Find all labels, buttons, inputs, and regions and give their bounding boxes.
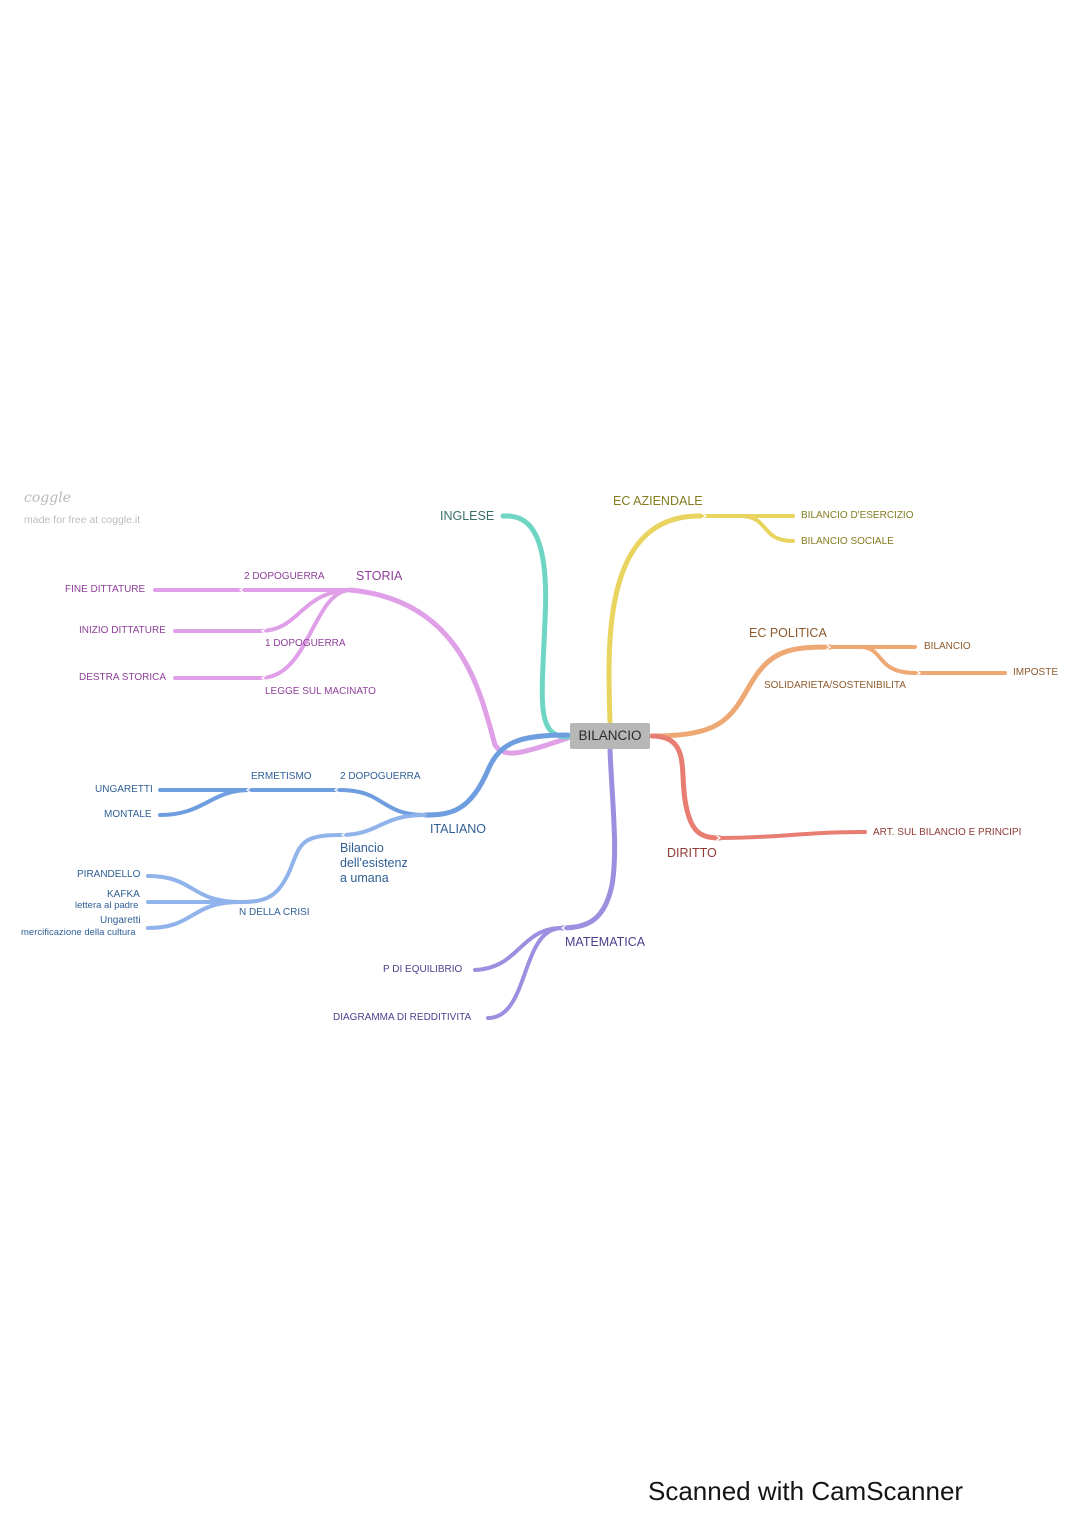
ec-aziendale-branch-lines <box>606 513 795 725</box>
node-imposte[interactable]: IMPOSTE <box>1013 667 1059 678</box>
node-p-di-equilibrio[interactable]: P DI EQUILIBRIO <box>383 964 463 975</box>
node-bilancio-sociale[interactable]: BILANCIO SOCIALE <box>801 536 894 547</box>
node-ec-aziendale[interactable]: EC AZIENDALE <box>613 494 703 508</box>
connector-arrows <box>238 513 922 931</box>
node-kafka[interactable]: KAFKA <box>107 889 140 900</box>
node-diagramma-di-redditivita[interactable]: DIAGRAMMA DI REDDITIVITA <box>333 1012 472 1023</box>
node-italiano[interactable]: ITALIANO <box>430 822 487 836</box>
node-bilancio-esistenza-line3[interactable]: a umana <box>340 871 389 885</box>
root-node-bilancio[interactable]: BILANCIO <box>570 723 650 749</box>
node-montale[interactable]: MONTALE <box>104 809 152 820</box>
node-1-dopoguerra[interactable]: 1 DOPOGUERRA <box>265 638 346 649</box>
node-storia[interactable]: STORIA <box>356 569 403 583</box>
node-ermetismo[interactable]: ERMETISMO <box>251 771 312 782</box>
node-ec-politica[interactable]: EC POLITICA <box>749 626 827 640</box>
inglese-branch-line <box>500 513 571 740</box>
coggle-tagline: made for free at coggle.it <box>24 514 141 526</box>
node-fine-dittature[interactable]: FINE DITTATURE <box>65 584 146 595</box>
matematica-branch-lines <box>473 747 618 1020</box>
node-bilancio-esistenza-line1[interactable]: Bilancio <box>340 841 384 855</box>
node-destra-storica[interactable]: DESTRA STORICA <box>79 672 167 683</box>
node-mercificazione-della-cultura: mercificazione della cultura <box>21 927 136 938</box>
node-diritto[interactable]: DIRITTO <box>667 846 717 860</box>
node-ec-politica-bilancio[interactable]: BILANCIO <box>924 641 971 652</box>
node-solidarieta-sostenibilita[interactable]: SOLIDARIETA/SOSTENIBILITA <box>764 680 906 691</box>
node-bilancio-esistenza-line2[interactable]: dell'esistenz <box>340 856 408 870</box>
node-inizio-dittature[interactable]: INIZIO DITTATURE <box>79 625 166 636</box>
node-storia-2-dopoguerra[interactable]: 2 DOPOGUERRA <box>244 571 325 582</box>
node-lettera-al-padre: lettera al padre <box>75 900 139 911</box>
ec-politica-branch-lines <box>649 644 1007 739</box>
storia-branch-lines <box>153 587 571 756</box>
node-ungaretti-2[interactable]: Ungaretti <box>100 915 141 926</box>
node-inglese[interactable]: INGLESE <box>440 509 495 523</box>
italiano-branch-lines <box>146 732 571 930</box>
node-legge-sul-macinato[interactable]: LEGGE SUL MACINATO <box>265 686 376 697</box>
camscanner-watermark: Scanned with CamScanner <box>648 1476 964 1506</box>
node-bilancio-d-esercizio[interactable]: BILANCIO D'ESERCIZIO <box>801 510 914 521</box>
diritto-branch-lines <box>649 733 867 841</box>
node-pirandello[interactable]: PIRANDELLO <box>77 869 141 880</box>
node-italiano-2-dopoguerra[interactable]: 2 DOPOGUERRA <box>340 771 421 782</box>
node-art-sul-bilancio[interactable]: ART. SUL BILANCIO E PRINCIPI <box>873 827 1022 838</box>
coggle-logo: coggle <box>24 490 71 506</box>
node-matematica[interactable]: MATEMATICA <box>565 935 646 949</box>
node-n-della-crisi[interactable]: N DELLA CRISI <box>239 907 310 918</box>
node-ungaretti[interactable]: UNGARETTI <box>95 784 153 795</box>
